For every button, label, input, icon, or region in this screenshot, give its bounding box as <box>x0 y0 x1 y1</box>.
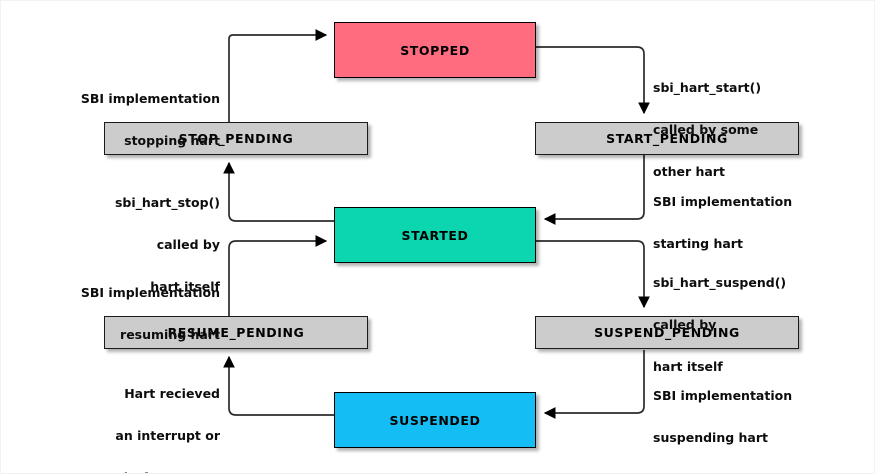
edge-label-line: hart itself <box>653 359 723 374</box>
state-node-suspend-pending[interactable]: SUSPEND_PENDING <box>535 316 799 349</box>
edge-label-line: hart itself <box>150 279 220 294</box>
edge-resume-pending-to-started <box>228 235 328 316</box>
edge-stop-pending-to-stopped <box>228 29 328 122</box>
edge-start-pending-to-started <box>543 155 645 225</box>
edge-label-line: SBI implementation <box>80 91 220 106</box>
edge-label-started-to-stop-pending: sbi_hart_stop() called by hart itself <box>29 168 220 322</box>
state-node-start-pending[interactable]: START_PENDING <box>535 122 799 155</box>
state-node-stopped[interactable]: STOPPED <box>334 22 536 78</box>
edge-label-line: called by <box>156 237 220 252</box>
edge-label-resume-pending-to-started: SBI implementation resuming hart <box>29 258 220 370</box>
edge-label-start-pending-to-started: SBI implementation starting hart <box>653 167 869 279</box>
state-label-start-pending: START_PENDING <box>606 131 728 146</box>
edge-label-line: platform event <box>29 471 220 474</box>
edge-label-line: an interrupt or <box>115 428 220 443</box>
edge-label-line: starting hart <box>653 236 743 251</box>
edge-label-line: other hart <box>653 164 725 179</box>
edge-label-suspend-pending-to-suspended: SBI implementation suspending hart <box>653 361 869 473</box>
state-label-stopped: STOPPED <box>400 42 470 58</box>
edge-started-to-stop-pending <box>223 161 334 222</box>
edge-label-line: resuming hart <box>120 327 220 342</box>
edge-label-line: suspending hart <box>653 430 769 445</box>
edge-label-line: SBI implementation <box>653 194 793 209</box>
edge-label-line: stopping hart <box>124 133 220 148</box>
edge-label-line: sbi_hart_stop() <box>114 195 220 210</box>
state-node-started[interactable]: STARTED <box>334 207 536 263</box>
edge-label-line: sbi_hart_start() <box>653 80 762 95</box>
state-label-suspend-pending: SUSPEND_PENDING <box>594 325 740 340</box>
edge-label-line: Hart recieved <box>124 386 220 401</box>
edge-label-line: called by some <box>653 122 759 137</box>
state-node-resume-pending[interactable]: RESUME_PENDING <box>104 316 368 349</box>
edge-label-line: called by <box>653 317 717 332</box>
state-label-resume-pending: RESUME_PENDING <box>167 325 305 340</box>
edge-suspend-pending-to-suspended <box>543 350 645 419</box>
state-label-suspended: SUSPENDED <box>389 412 481 428</box>
state-node-stop-pending[interactable]: STOP_PENDING <box>104 122 368 155</box>
edge-started-to-suspend-pending <box>536 240 650 309</box>
edge-label-line: SBI implementation <box>653 388 793 403</box>
edge-suspended-to-resume-pending <box>223 355 334 416</box>
edge-label-stopped-to-start-pending: sbi_hart_start() called by some other ha… <box>653 53 869 207</box>
edge-label-started-to-suspend-pending: sbi_hart_suspend() called by hart itself <box>653 248 869 402</box>
edge-label-line: sbi_hart_suspend() <box>653 275 787 290</box>
state-label-stop-pending: STOP_PENDING <box>178 131 294 146</box>
edge-stopped-to-start-pending <box>536 46 650 115</box>
edge-label-stop-pending-to-stopped: SBI implementation stopping hart <box>29 64 220 176</box>
state-label-started: STARTED <box>401 227 469 243</box>
edge-label-suspended-to-resume-pending: Hart recieved an interrupt or platform e… <box>29 359 220 474</box>
edge-label-line: SBI implementation <box>80 285 220 300</box>
state-node-suspended[interactable]: SUSPENDED <box>334 392 536 448</box>
